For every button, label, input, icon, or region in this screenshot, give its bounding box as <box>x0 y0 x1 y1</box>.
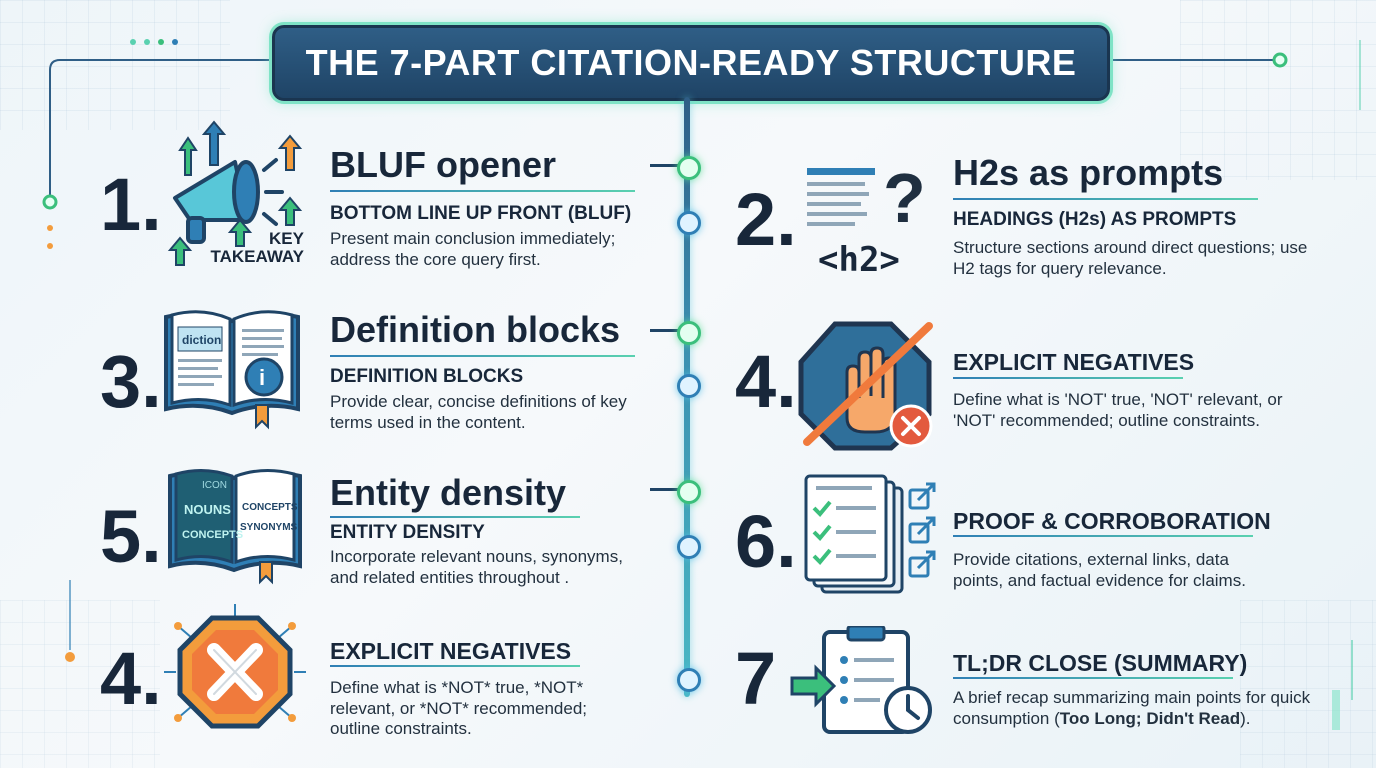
timeline-node <box>677 211 701 235</box>
section-5-description: Incorporate relevant nouns, synonyms, an… <box>330 547 623 587</box>
timeline-node <box>677 321 701 345</box>
background-grid-right <box>1180 0 1376 180</box>
section-7-description: A brief recap summarizing main points fo… <box>953 688 1313 729</box>
icon-word: CONCEPTS <box>182 529 243 541</box>
heading-underline <box>953 677 1233 679</box>
icon-word: NOUNS <box>184 502 231 517</box>
entity-book-icon: ICON NOUNS CONCEPTS CONCEPTS SYNONYMS <box>168 469 302 585</box>
section-1-number: 1. <box>100 163 162 246</box>
checklist-links-icon <box>804 474 936 594</box>
background-grid-bottom-left <box>0 600 160 768</box>
section-6-description: Provide citations, external links, data … <box>953 550 1246 590</box>
section-5-number: 5. <box>100 495 162 578</box>
section-4b-number: 4. <box>100 637 162 720</box>
tldr-expansion: Too Long; Didn't Read <box>1059 708 1241 728</box>
section-7-description-end: ). <box>1240 708 1251 728</box>
timeline-node <box>677 535 701 559</box>
section-2-subheading: HEADINGS (H2s) AS PROMPTS <box>953 209 1237 230</box>
heading-underline <box>953 198 1258 200</box>
section-5-heading: Entity density <box>330 472 567 513</box>
h2-tag-label: <h2> <box>818 240 900 280</box>
section-4-subheading: EXPLICIT NEGATIVES <box>953 349 1195 375</box>
heading-underline <box>330 516 580 518</box>
section-4b-subheading: EXPLICIT NEGATIVES <box>330 638 572 664</box>
stop-hand-icon <box>798 321 933 451</box>
connector-line <box>650 329 686 332</box>
section-3-subheading: DEFINITION BLOCKS <box>330 366 524 387</box>
icon-word: ICON <box>202 480 227 491</box>
heading-underline <box>330 665 580 667</box>
section-1-subheading: BOTTOM LINE UP FRONT (BLUF) <box>330 203 632 224</box>
icon-word: CONCEPTS <box>242 502 298 513</box>
section-2-description: Structure sections around direct questio… <box>953 238 1308 278</box>
background-grid-left <box>0 0 230 130</box>
icon-word: SYNONYMS <box>240 522 298 533</box>
svg-text:i: i <box>259 365 265 390</box>
section-3-number: 3. <box>100 340 162 423</box>
section-1-description: Present main conclusion immediately; add… <box>330 229 616 269</box>
section-7-subheading: TL;DR CLOSE (SUMMARY) <box>953 650 1248 676</box>
clipboard-clock-icon <box>790 626 932 734</box>
section-4b-description: Define what is *NOT* true, *NOT* relevan… <box>330 678 587 739</box>
heading-underline <box>330 355 635 357</box>
svg-text:?: ? <box>883 160 926 237</box>
heading-underline <box>953 535 1253 537</box>
section-3-description: Provide clear, concise definitions of ke… <box>330 392 627 432</box>
section-2-number: 2. <box>735 178 797 261</box>
timeline-node <box>677 156 701 180</box>
heading-underline <box>953 377 1183 379</box>
timeline-node <box>677 374 701 398</box>
key-takeaway-label: KEY TAKEAWAY <box>210 229 304 266</box>
section-6-subheading: PROOF & CORROBORATION <box>953 508 1271 534</box>
section-7-number: 7 <box>735 637 777 720</box>
megaphone-icon <box>167 120 303 266</box>
section-1-heading: BLUF opener <box>330 144 557 185</box>
page-title: THE 7-PART CITATION-READY STRUCTURE <box>305 42 1077 83</box>
stop-x-icon <box>164 604 306 729</box>
section-7-description-text: A brief recap summarizing main points fo… <box>953 688 1311 728</box>
title-banner: THE 7-PART CITATION-READY STRUCTURE <box>272 25 1110 101</box>
timeline-node <box>677 668 701 692</box>
section-2-heading: H2s as prompts <box>953 152 1224 193</box>
connector-line <box>650 488 686 491</box>
svg-text:diction: diction <box>182 333 221 347</box>
section-6-number: 6. <box>735 500 797 583</box>
timeline-node <box>677 480 701 504</box>
heading-underline <box>330 190 635 192</box>
connector-line <box>650 164 686 167</box>
dictionary-icon: diction i <box>164 310 300 430</box>
background-grid-bottom-right <box>1240 600 1376 768</box>
section-4-number: 4. <box>735 340 797 423</box>
section-4-description: Define what is 'NOT' true, 'NOT' relevan… <box>953 390 1283 430</box>
section-5-subheading: ENTITY DENSITY <box>330 522 485 543</box>
question-heading-icon: ? <box>807 160 926 237</box>
section-3-heading: Definition blocks <box>330 309 621 350</box>
